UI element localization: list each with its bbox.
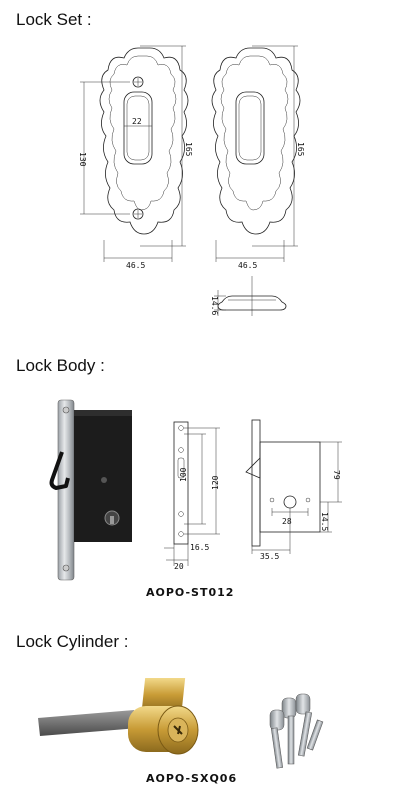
dim-16-5: 16.5 xyxy=(190,543,209,552)
dim-46-5-right: 46.5 xyxy=(238,261,257,270)
lock-body-side-drawing: 79 14.5 28 35.5 xyxy=(245,419,342,561)
dim-165-left: 165 xyxy=(184,142,193,157)
right-finger-slot xyxy=(235,91,265,165)
dim-14-6: 14.6 xyxy=(210,296,219,315)
lock-cylinder-model-code: AOPO-SXQ06 xyxy=(146,772,238,785)
dim-22: 22 xyxy=(132,117,142,126)
section-title-lock-body: Lock Body : xyxy=(16,356,105,375)
dim-130: 130 xyxy=(78,152,87,167)
dim-14-5: 14.5 xyxy=(320,512,329,531)
keys-photo xyxy=(269,693,324,769)
left-plate-outline xyxy=(99,47,189,235)
top-screw xyxy=(132,76,144,88)
section-title-lock-set: Lock Set : xyxy=(16,10,92,29)
lock-cylinder-photo xyxy=(38,678,199,755)
dim-35-5: 35.5 xyxy=(260,552,279,561)
lock-set-front-drawing: 130 165 22 46.5 165 46.5 14.6 xyxy=(78,45,305,316)
lock-body-front-drawing: 100 120 16.5 20 xyxy=(164,421,220,571)
dim-20: 20 xyxy=(174,562,184,571)
dim-28: 28 xyxy=(282,517,292,526)
dim-165-right: 165 xyxy=(296,142,305,157)
dim-120: 120 xyxy=(211,475,220,490)
dim-46-5-left: 46.5 xyxy=(126,261,145,270)
section-title-lock-cylinder: Lock Cylinder : xyxy=(16,632,129,651)
lock-body-model-code: AOPO-ST012 xyxy=(146,586,235,599)
bottom-screw xyxy=(132,208,144,220)
right-plate-outline xyxy=(211,47,301,235)
dim-100: 100 xyxy=(179,467,188,482)
left-finger-slot xyxy=(123,91,153,165)
dim-79: 79 xyxy=(332,470,341,480)
lock-body-photo xyxy=(49,399,132,581)
